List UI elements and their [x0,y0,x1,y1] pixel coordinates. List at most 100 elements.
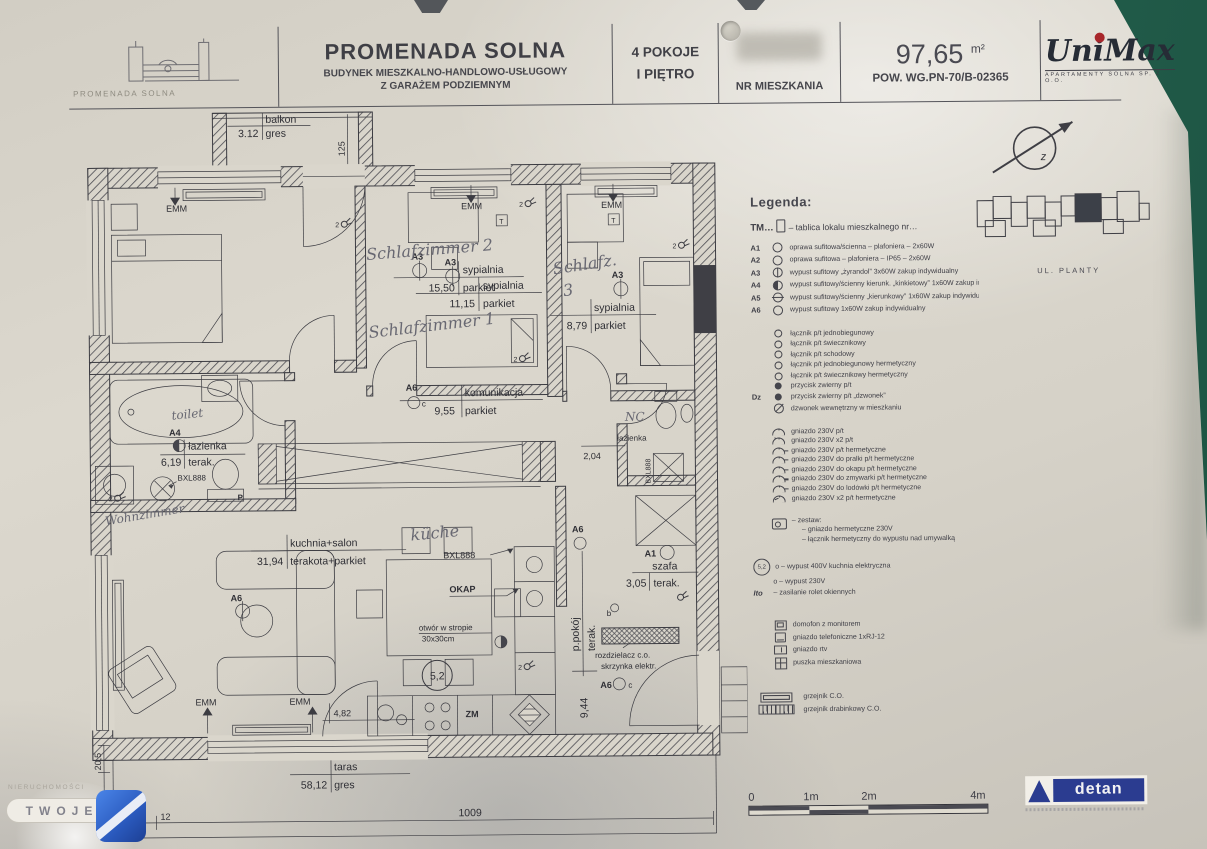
tm-box-icon [776,219,786,233]
svg-text:5,2: 5,2 [430,670,445,682]
svg-text:EMM: EMM [166,204,187,214]
legend-row: grzejnik drabinkowy C.O. [754,703,982,715]
binder-clip-icon [737,0,765,10]
svg-text:küche: küche [410,521,460,545]
svg-text:terakota+parkiet: terakota+parkiet [290,555,366,568]
pendant-light-icon [412,260,428,281]
agency-logo-icon [96,790,146,842]
svg-text:gres: gres [334,779,355,791]
svg-text:1009: 1009 [458,807,482,819]
svg-text:otwór w stropie: otwór w stropie [419,623,473,632]
svg-text:parkiet: parkiet [594,320,626,332]
area-unit: m² [970,41,985,56]
svg-text:taras: taras [334,761,357,773]
svg-text:2: 2 [513,357,517,364]
room-floor: gres [265,128,286,140]
phone-socket-icon [774,632,786,643]
ladder-radiator-icon [758,704,795,715]
svg-text:BXL888: BXL888 [645,459,652,484]
svg-text:sypialnia: sypialnia [463,264,504,276]
socket-icon: 2 [518,660,536,672]
rooms-floor-cell: 4 POKOJE I PIĘTRO [612,22,720,104]
legend-row: gniazdo 230V p/t hermetyczne [752,445,980,455]
svg-text:p.pokój: p.pokój [570,617,582,651]
svg-text:A6: A6 [406,383,418,393]
svg-text:terak.: terak. [188,456,214,468]
radiator [430,186,498,199]
svg-text:A6: A6 [230,593,242,603]
doorbell-button-icon [774,393,782,401]
svg-text:T: T [611,218,616,225]
svg-text:A3: A3 [412,252,424,262]
svg-text:2: 2 [518,665,522,672]
hermetic-set-icon [771,518,787,530]
svg-text:2: 2 [109,496,113,503]
svg-text:EMM: EMM [601,200,622,210]
legend-row: domofon z monitorem [754,618,982,631]
legend-row: gniazdo 230V x2 p/t [752,436,980,445]
double-socket-icon [772,437,786,445]
svg-text:2: 2 [519,202,523,209]
project-subtitle-1: BUDYNEK MIESZKALNO-HANDLOWO-USŁUGOWY [323,66,568,80]
legend-row: łącznik p/t jednobiegunowy [751,328,979,338]
binder-clip-icon [414,0,448,13]
project-title-cell: PROMENADA SOLNA BUDYNEK MIESZKALNO-HANDL… [278,23,614,107]
brand-cell: UniMax APARTAMENTY SOLNA SP. Z O.O. [1041,19,1180,100]
svg-text:rozdzielacz c.o.: rozdzielacz c.o. [595,651,650,660]
svg-text:Schlafzimmer 2: Schlafzimmer 2 [365,235,493,264]
svg-text:sypialnia: sypialnia [594,302,635,314]
svg-text:z: z [1040,151,1047,163]
svg-text:terak.: terak. [653,577,679,589]
room-label-taras: taras 58,12 gres [290,760,411,793]
heating-distributor-box [601,626,680,645]
dishwasher-mark: ZM [466,709,479,719]
switch-icon [773,350,782,359]
scale-tick-label: 1m [803,791,819,804]
svg-text:skrzynka elektr.: skrzynka elektr. [601,662,656,671]
plan-annotations: EMM EMM EMM EMM EMM 4,82 OKAP BXL888 [109,183,691,734]
scale-tick-label: 0 [748,791,755,804]
svg-text:terak.: terak. [586,625,598,651]
svg-text:A3: A3 [445,257,457,267]
terrace-outline [112,754,717,839]
handwritten-note: NC [624,410,645,424]
svg-text:6,19: 6,19 [161,457,182,469]
svg-text:c: c [422,400,426,409]
cooker-outlet-circle [421,659,453,691]
svg-text:OKAP: OKAP [449,584,475,594]
svg-text:A3: A3 [612,270,624,280]
svg-text:30x30cm: 30x30cm [422,634,455,643]
svg-text:A6: A6 [572,524,584,534]
svg-text:3: 3 [562,280,575,300]
site-plan-map [976,190,1150,238]
socket-icon: 2 [513,352,531,364]
ceiling-opening-dot [494,635,508,649]
radiator-icon [760,692,793,703]
legend-row: przycisk zwierny p/t [752,381,980,390]
directional-light-icon [772,292,783,303]
room-label-komunikacja: komunikacja parkiet 9,55 A6 c [399,383,543,417]
legend-row: łącznik p/t świecznikowy hermetyczny [752,370,980,381]
wardrobe [257,441,541,490]
svg-text:58,12: 58,12 [301,779,328,791]
closet [635,494,697,547]
room-name: balkon [265,114,296,126]
floor-label: I PIĘTRO [636,66,695,82]
legend-tm-row: TM…– tablica lokalu mieszkalnego nr… [750,219,918,234]
switch-icon [774,371,783,381]
washer-mark: P [238,493,244,502]
bell-icon [610,603,619,613]
socket-icon [772,427,786,435]
svg-text:komunikacja: komunikacja [465,387,524,400]
hermetic-socket-icon [772,456,786,464]
rooms-count: 4 POKOJE [631,44,700,61]
svg-text:20,5: 20,5 [93,753,103,771]
wall-light-icon [172,439,186,453]
legend-row: puszka mieszkaniowa [754,655,982,669]
legend-row: gniazdo 230V do pralki p/t hermetyczne [752,455,980,464]
north-arrow-icon: z [992,121,1073,174]
